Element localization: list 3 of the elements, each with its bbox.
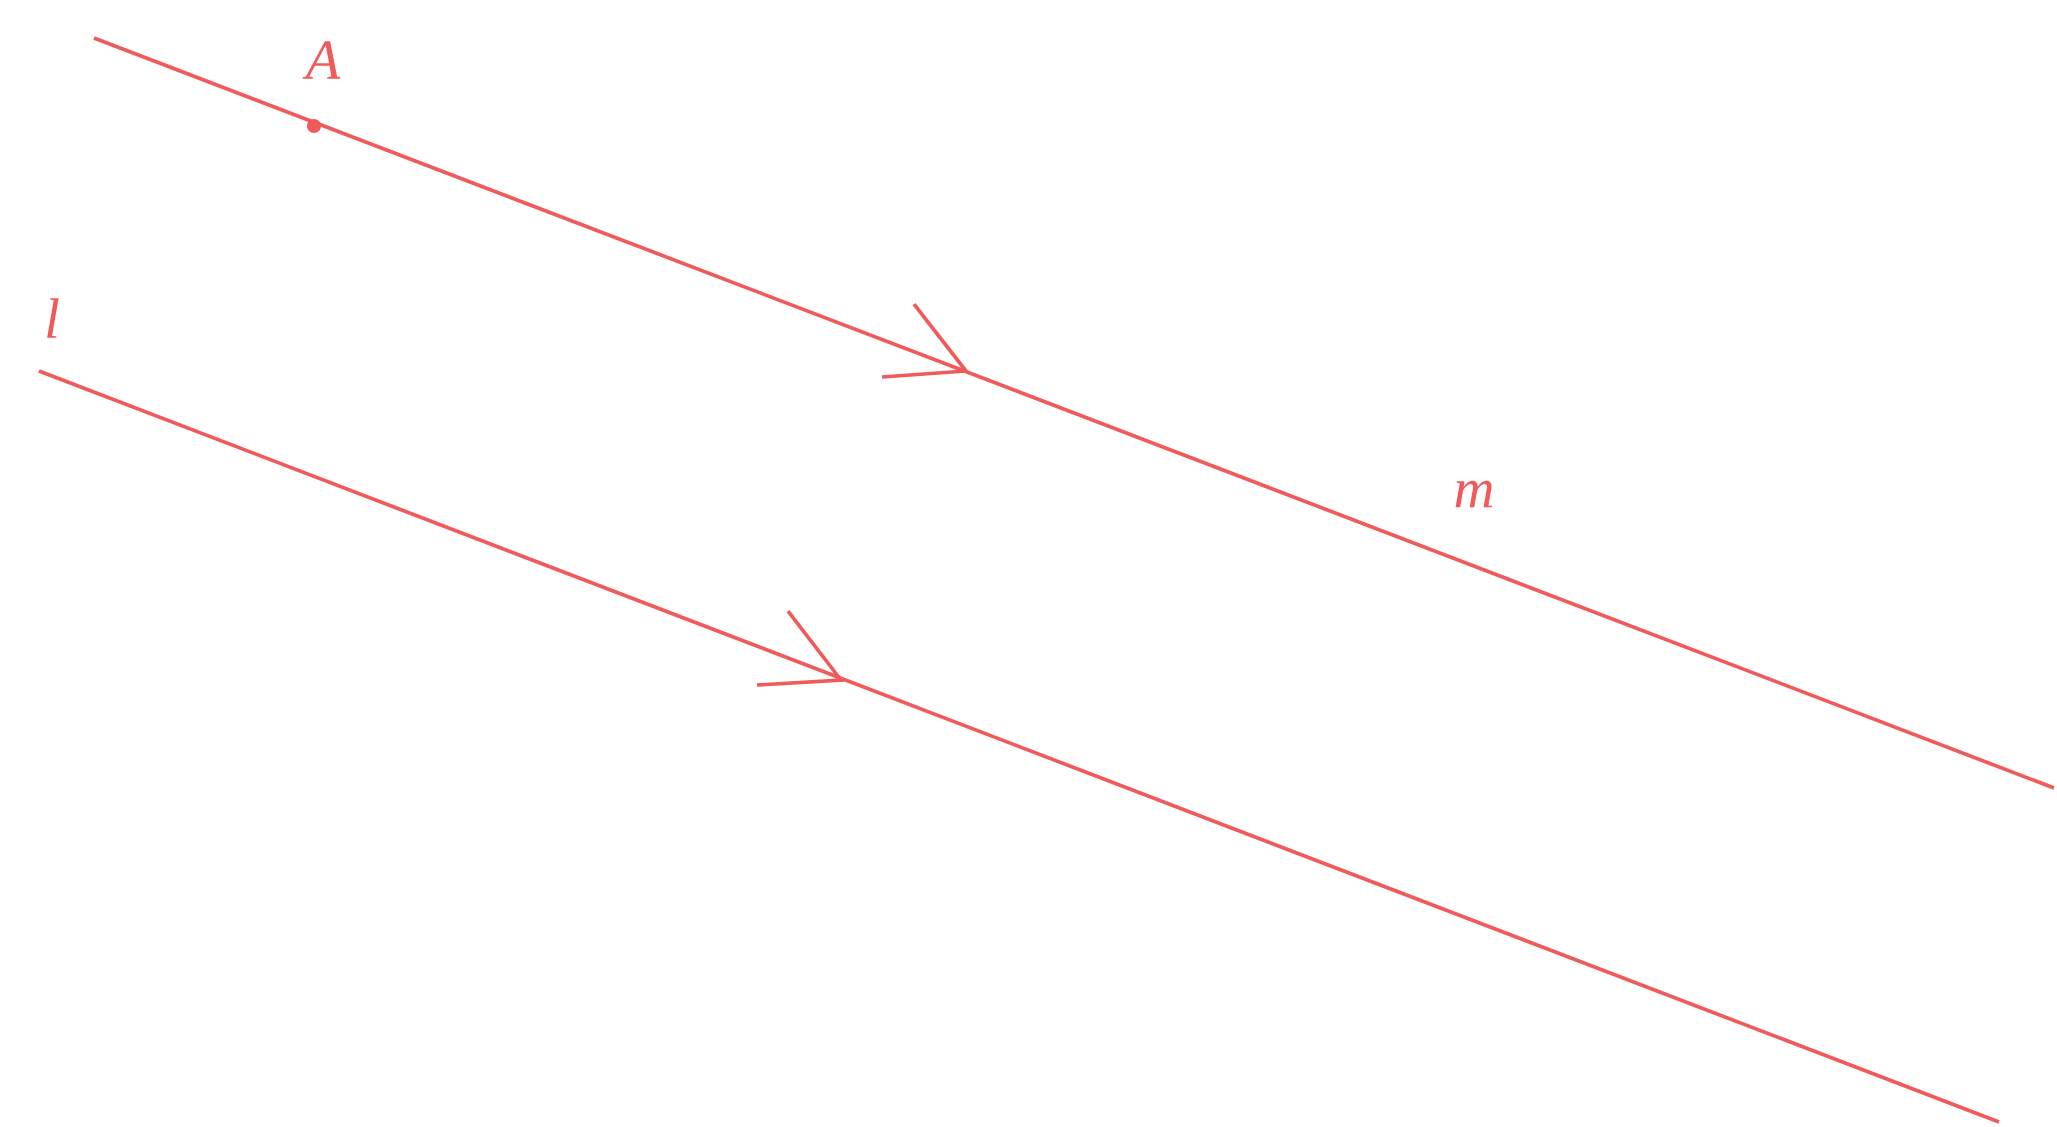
point-label: m (1455, 480, 1493, 508)
point-label: l (47, 298, 59, 338)
point-label: A (302, 41, 341, 79)
